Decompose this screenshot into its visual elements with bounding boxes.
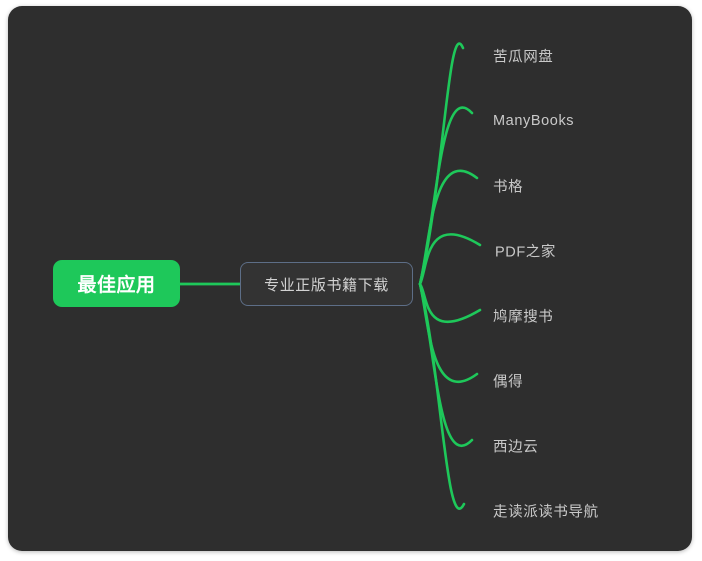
mindmap-leaf-node[interactable]: 鸠摩搜书	[493, 309, 554, 326]
mindmap-leaf-node[interactable]: 苦瓜网盘	[493, 49, 554, 66]
mindmap-leaf-node[interactable]: ManyBooks	[493, 113, 575, 129]
mindmap-leaf-node[interactable]: 西边云	[493, 439, 539, 456]
mindmap-root-node[interactable]: 最佳应用	[53, 260, 180, 307]
mindmap-leaf-node[interactable]: 偶得	[493, 374, 524, 391]
mindmap-leaf-node[interactable]: PDF之家	[495, 244, 556, 261]
mindmap-leaf-node[interactable]: 走读派读书导航	[493, 504, 599, 521]
mindmap-branch-label: 专业正版书籍下载	[264, 276, 389, 294]
mindmap-leaf-node[interactable]: 书格	[493, 179, 524, 196]
mindmap-branch-node[interactable]: 专业正版书籍下载	[240, 262, 413, 306]
mindmap-root-label: 最佳应用	[77, 275, 156, 296]
